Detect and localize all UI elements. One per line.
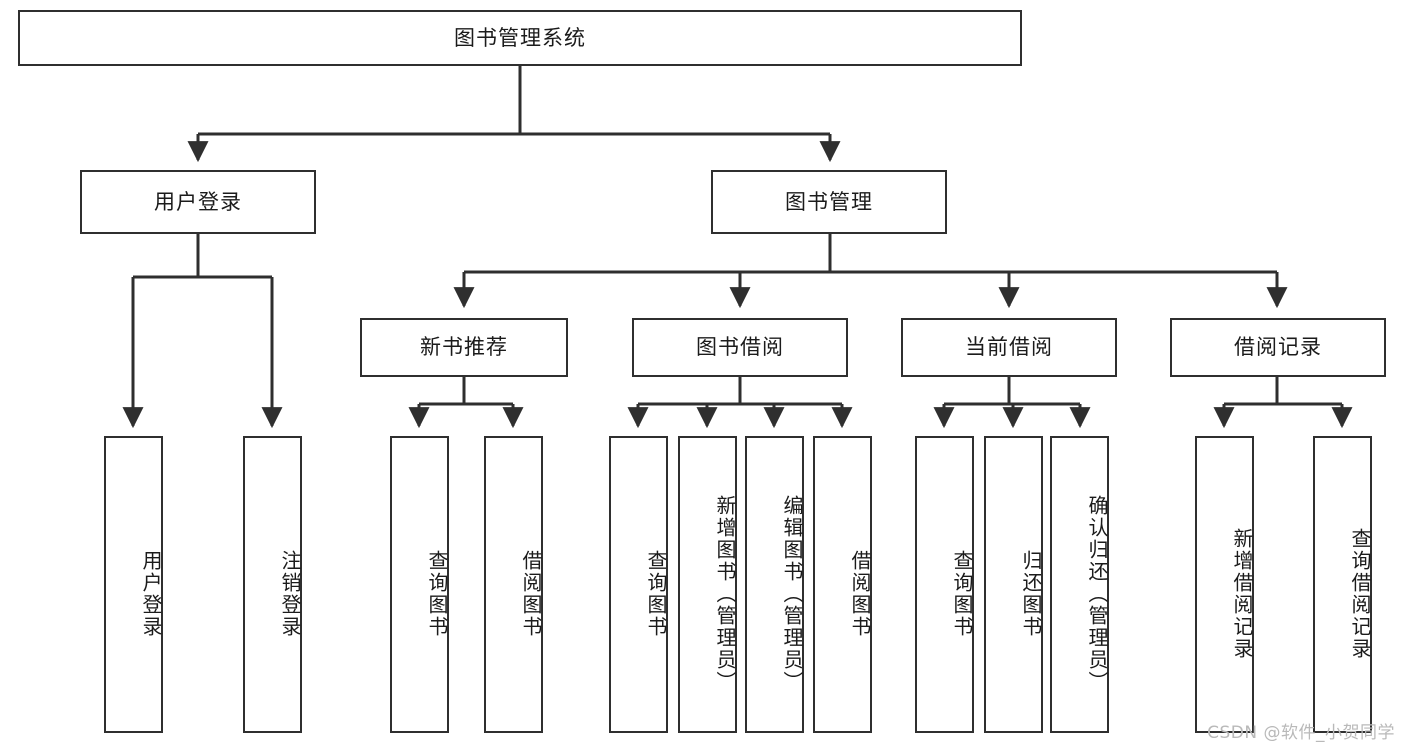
leaf-book-borrow-add[interactable]: 新增图书（管理员） [678, 436, 737, 733]
node-label: 确认归还（管理员） [1085, 494, 1109, 693]
node-label: 编辑图书（管理员） [780, 494, 804, 693]
node-book-management[interactable]: 图书管理 [711, 170, 947, 234]
leaf-book-borrow-query[interactable]: 查询图书 [609, 436, 668, 733]
leaf-book-borrow-edit[interactable]: 编辑图书（管理员） [745, 436, 804, 733]
node-label: 查询借阅记录 [1348, 527, 1372, 660]
leaf-book-borrow-borrow[interactable]: 借阅图书 [813, 436, 872, 733]
leaf-current-borrow-query[interactable]: 查询图书 [915, 436, 974, 733]
node-label: 图书管理系统 [454, 25, 586, 50]
leaf-current-borrow-return[interactable]: 归还图书 [984, 436, 1043, 733]
node-label: 用户登录 [139, 549, 163, 638]
leaf-user-login-logout[interactable]: 注销登录 [243, 436, 302, 733]
leaf-new-book-borrow[interactable]: 借阅图书 [484, 436, 543, 733]
node-root-book-management-system[interactable]: 图书管理系统 [18, 10, 1022, 66]
leaf-borrow-record-add[interactable]: 新增借阅记录 [1195, 436, 1254, 733]
leaf-borrow-record-query[interactable]: 查询借阅记录 [1313, 436, 1372, 733]
leaf-current-borrow-confirm-return[interactable]: 确认归还（管理员） [1050, 436, 1109, 733]
node-label: 用户登录 [154, 189, 242, 214]
node-label: 新增图书（管理员） [713, 494, 737, 693]
node-label: 当前借阅 [965, 335, 1053, 360]
node-label: 借阅图书 [519, 549, 543, 638]
node-book-borrow[interactable]: 图书借阅 [632, 318, 848, 377]
leaf-new-book-query[interactable]: 查询图书 [390, 436, 449, 733]
node-label: 查询图书 [644, 549, 668, 638]
node-label: 图书管理 [785, 189, 873, 214]
node-label: 查询图书 [950, 549, 974, 638]
node-current-borrow[interactable]: 当前借阅 [901, 318, 1117, 377]
node-label: 图书借阅 [696, 335, 784, 360]
node-label: 查询图书 [425, 549, 449, 638]
node-label: 新书推荐 [420, 335, 508, 360]
leaf-user-login-login[interactable]: 用户登录 [104, 436, 163, 733]
csdn-watermark: CSDN @软件_小贺同学 [1207, 723, 1395, 743]
node-label: 借阅图书 [848, 549, 872, 638]
node-label: 注销登录 [278, 549, 302, 638]
node-user-login[interactable]: 用户登录 [80, 170, 316, 234]
node-new-book-recommend[interactable]: 新书推荐 [360, 318, 568, 377]
node-borrow-record[interactable]: 借阅记录 [1170, 318, 1386, 377]
node-label: 新增借阅记录 [1230, 527, 1254, 660]
node-label: 归还图书 [1019, 549, 1043, 638]
node-label: 借阅记录 [1234, 335, 1322, 360]
